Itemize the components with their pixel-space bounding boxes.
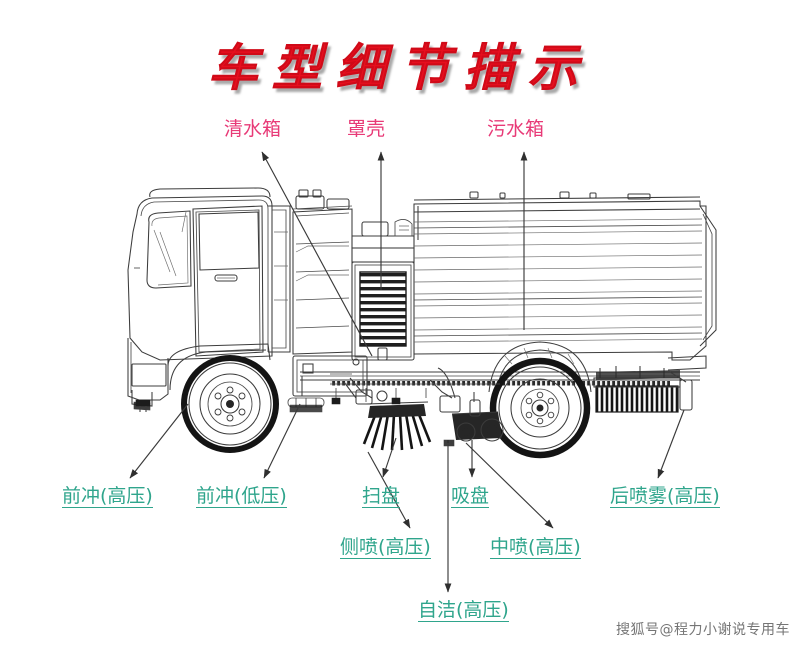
- label-front-flush-high: 前冲(高压): [62, 485, 153, 508]
- leader-clean-water-tank: [261, 151, 373, 357]
- label-waste-water-tank: 污水箱: [487, 118, 545, 140]
- watermark-text: 搜狐号@程力小谢说专用车: [616, 622, 790, 638]
- waste-water-tank-body: [413, 191, 717, 361]
- label-cover-shell: 罩壳: [347, 118, 386, 140]
- self-clean-nozzle: [443, 439, 455, 452]
- page-title: 车型细节描示: [208, 39, 592, 98]
- label-middle-spray-high: 中喷(高压): [490, 536, 581, 559]
- label-rear-spray-high: 后喷雾(高压): [610, 485, 720, 508]
- label-sweep-disc: 扫盘: [362, 485, 401, 508]
- leader-side-spray-high: [367, 451, 411, 529]
- label-clean-water-tank: 清水箱: [224, 118, 282, 140]
- label-self-clean-high: 自洁(高压): [418, 599, 509, 622]
- leader-front-flush-high: [129, 403, 189, 479]
- front-wheel: [181, 355, 279, 453]
- leader-lines-top: [261, 151, 528, 357]
- rear-roller-brush: [593, 355, 707, 413]
- leader-rear-spray-high: [657, 409, 685, 479]
- leader-lines-bottom: [129, 403, 685, 593]
- rear-wheel: [488, 341, 592, 459]
- leader-front-flush-low: [263, 403, 301, 479]
- label-front-flush-low: 前冲(低压): [196, 485, 287, 508]
- mid-spray-piping: [301, 376, 500, 405]
- clean-water-tank-body: [292, 189, 353, 355]
- label-suction-nozzle: 吸盘: [451, 485, 490, 508]
- truck-cab: [127, 187, 291, 411]
- leader-middle-spray-high: [465, 442, 554, 529]
- front-flush-nozzles: [135, 399, 323, 413]
- sweep-disc-brush: [343, 377, 432, 451]
- leader-sweep-disc: [382, 437, 397, 478]
- cover-shell-louver-panel: [351, 206, 419, 361]
- suction-nozzle-head: [429, 367, 504, 442]
- label-side-spray-high: 侧喷(高压): [340, 536, 431, 559]
